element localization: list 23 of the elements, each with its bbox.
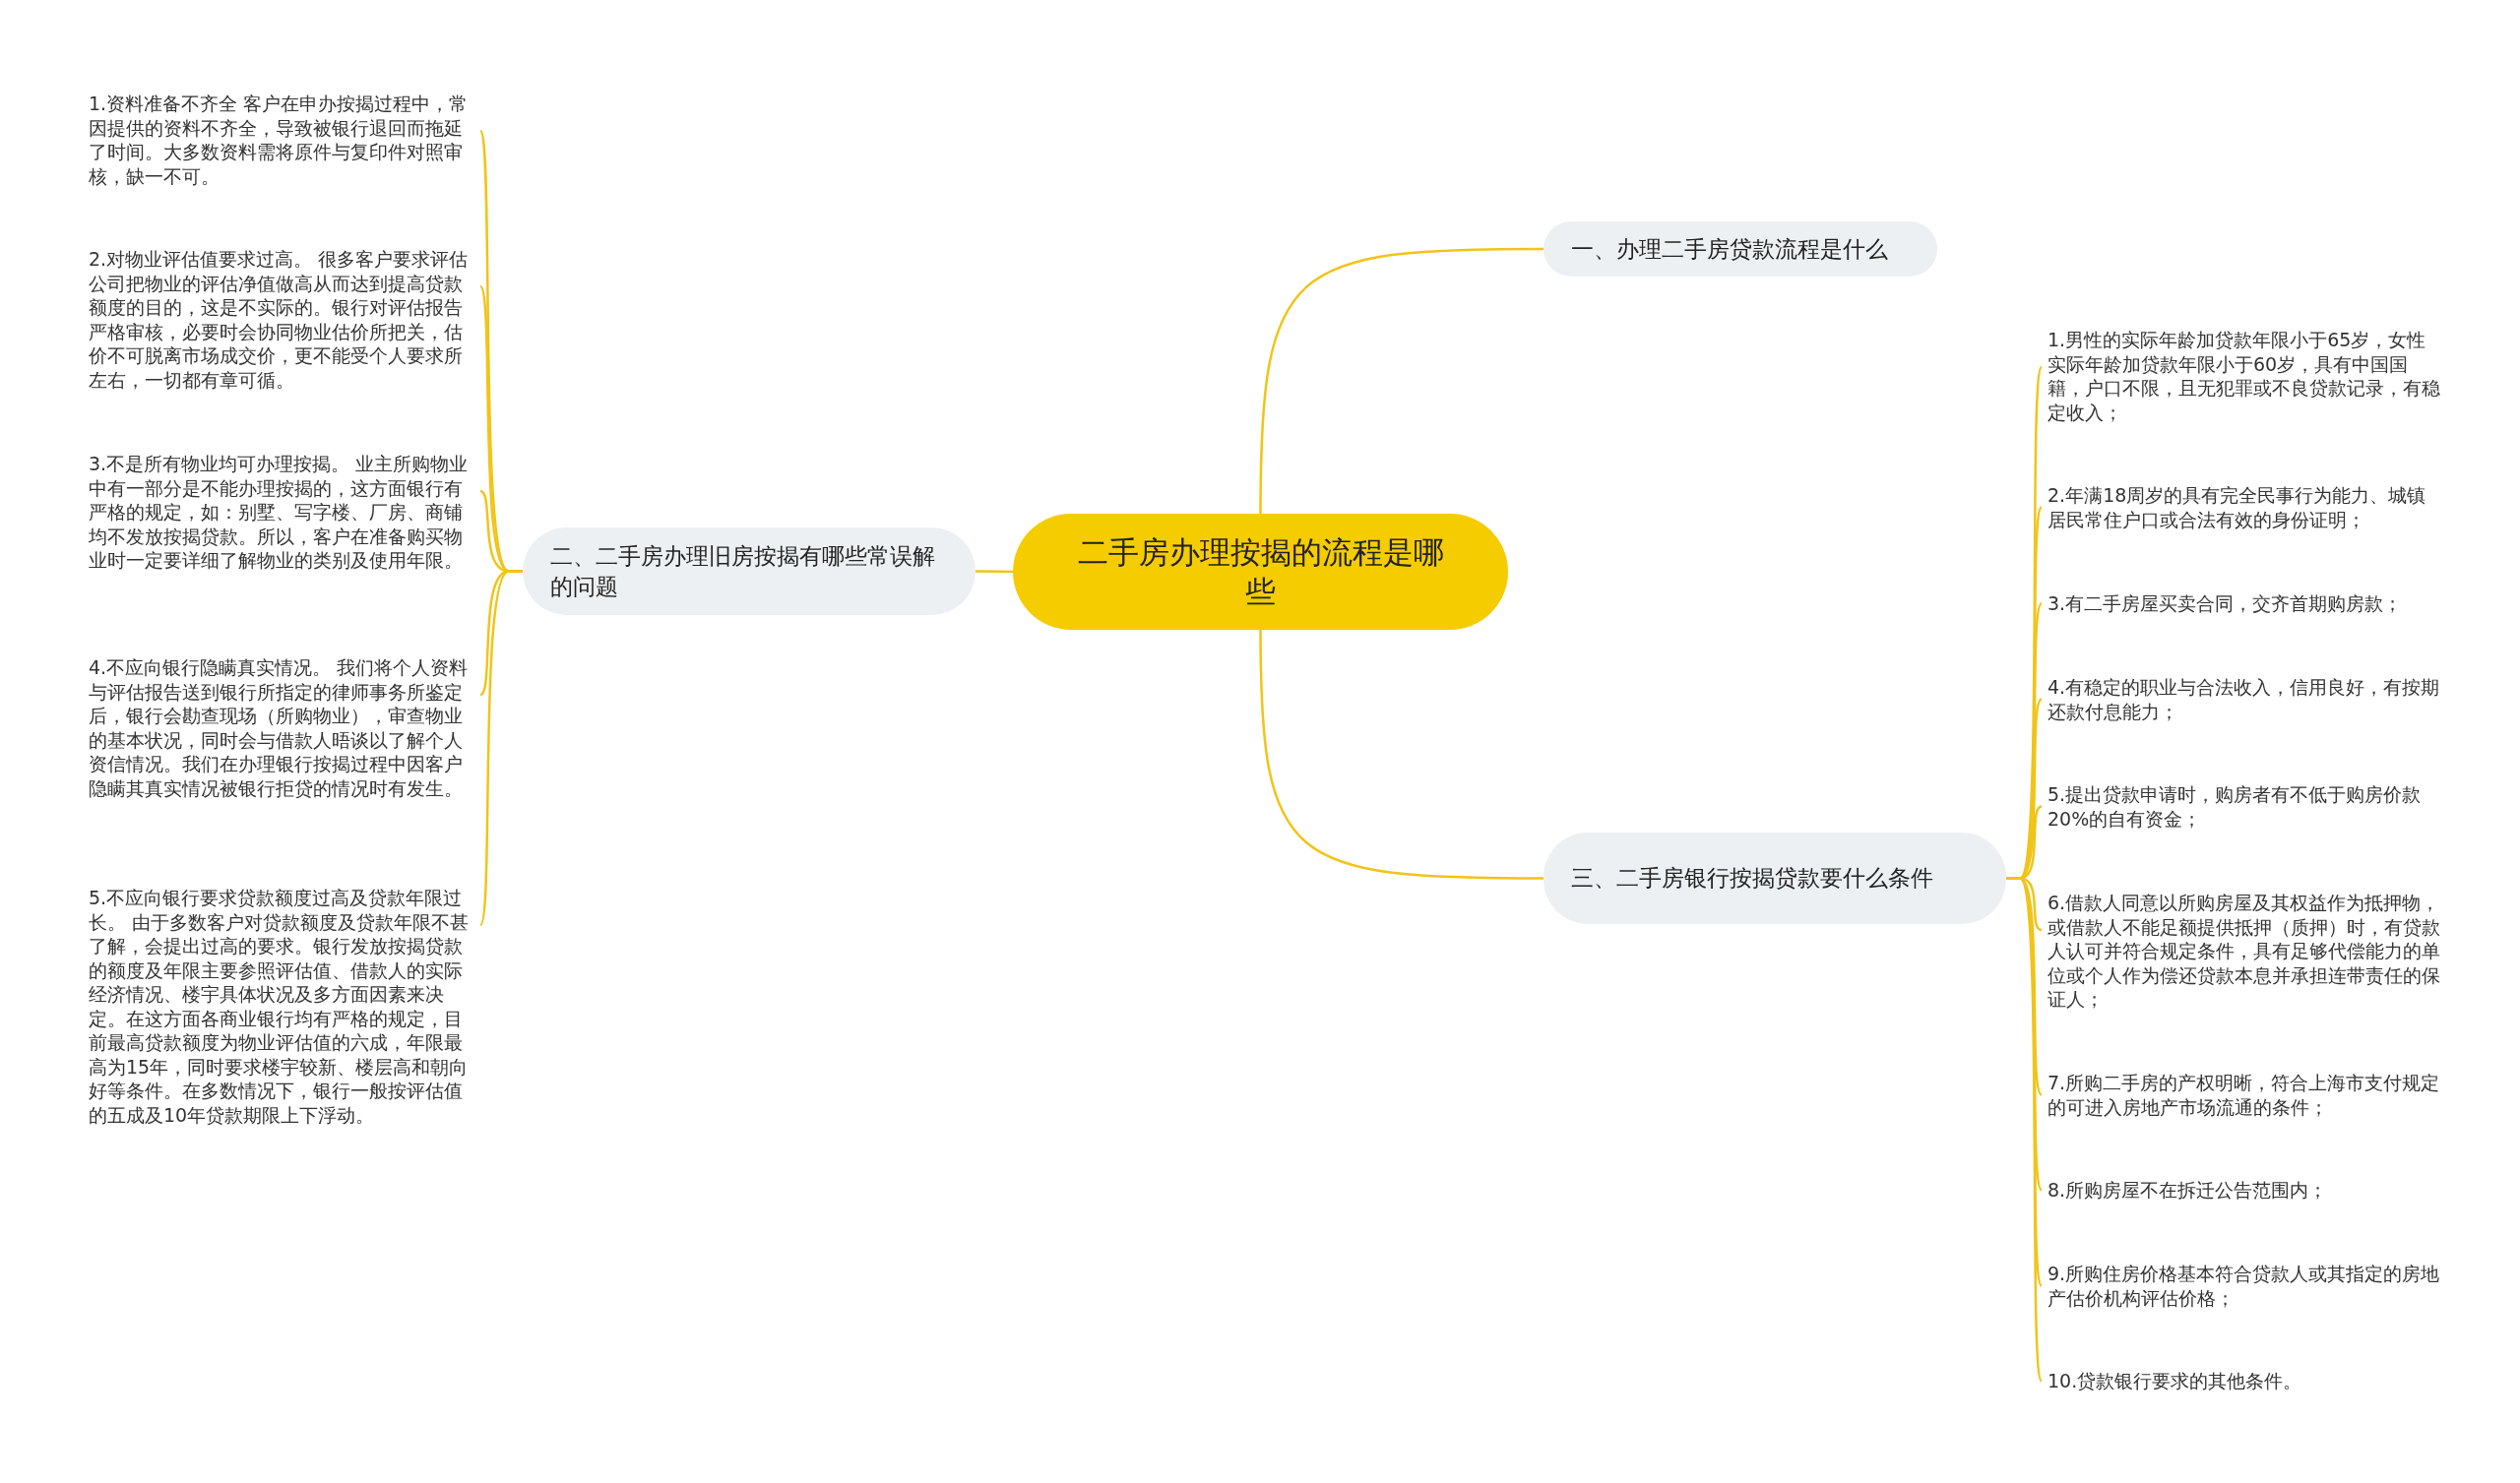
leaf-text: 7.所购二手房的产权明晰，符合上海市支付规定的可进入房地产市场流通的条件； xyxy=(2048,1071,2441,1119)
central-topic-box: 二手房办理按揭的流程是哪些 xyxy=(1013,514,1508,630)
leaf-text: 3.有二手房屋买卖合同，交齐首期购房款； xyxy=(2048,591,2441,616)
leaf-text: 6.借款人同意以所购房屋及其权益作为抵押物，或借款人不能足额提供抵押（质押）时，有贷款人认可并符合规定条件，具有足够代偿能力的单位或个人作为偿还贷款本息并承担连带责任的保证人； xyxy=(2048,891,2441,1012)
topic-box: 一、办理二手房贷款流程是什么 xyxy=(1544,221,1937,277)
leaf-text: 8.所购房屋不在拆迁公告范围内； xyxy=(2048,1178,2441,1203)
connector-line xyxy=(976,570,1013,574)
connector-line xyxy=(1259,630,1544,880)
leaf-text: 1.资料准备不齐全 客户在申办按揭过程中，常因提供的资料不齐全，导致被银行退回而拖延了时间。大多数资料需将原件与复印件对照审核，缺一不可。 xyxy=(89,92,474,188)
leaf-text: 2.年满18周岁的具有完全民事行为能力、城镇居民常住户口或合法有效的身份证明； xyxy=(2048,483,2441,531)
leaf-text: 5.提出贷款申请时，购房者有不低于购房价款20%的自有资金； xyxy=(2048,782,2441,831)
leaf-text: 4.不应向银行隐瞒真实情况。 我们将个人资料与评估报告送到银行所指定的律师事务所鉴定后，银行会勘查现场（所购物业），审查物业的基本状况，同时会与借款人晤谈以了解个人资信情况。我们在办理银行按揭过程中因客户隐瞒其真实情况被银行拒贷的情况时有发生。 xyxy=(89,655,474,800)
leaf-text: 5.不应向银行要求贷款额度过高及贷款年限过长。 由于多数客户对贷款额度及贷款年限不甚了解，会提出过高的要求。银行发放按揭贷款的额度及年限主要参照评估值、借款人的实际经济情况、楼宇具体状况及多方面因素来决定。在这方面各商业银行均有严格的规定，目前最高贷款额度为物业评估值的六成，年限最高为15年，同时要求楼宇较新、楼层高和朝向好等条件。在多数情况下，银行一般按评估值的五成及10年贷款期限上下浮动。 xyxy=(89,886,474,1127)
leaf-text: 3.不是所有物业均可办理按揭。 业主所购物业中有一部分是不能办理按揭的，这方面银行有严格的规定，如：别墅、写字楼、厂房、商铺均不发放按揭贷款。所以，客户在准备购买物业时一定要详细了解物业的类别及使用年限。 xyxy=(89,452,474,573)
topic-box: 二、二手房办理旧房按揭有哪些常误解的问题 xyxy=(523,527,976,615)
connector-line xyxy=(478,570,523,926)
connector-line xyxy=(1259,247,1544,514)
leaf-text: 1.男性的实际年龄加贷款年限小于65岁，女性实际年龄加贷款年限小于60岁，具有中国国籍，户口不限，且无犯罪或不良贷款记录，有稳定收入； xyxy=(2048,328,2441,424)
leaf-text: 9.所购住房价格基本符合贷款人或其指定的房地产估价机构评估价格； xyxy=(2048,1262,2441,1310)
leaf-text: 4.有稳定的职业与合法收入，信用良好，有按期还款付息能力； xyxy=(2048,675,2441,723)
leaf-text: 10.贷款银行要求的其他条件。 xyxy=(2048,1369,2441,1393)
leaf-text: 2.对物业评估值要求过高。 很多客户要求评估公司把物业的评估净值做高从而达到提高贷款额度的目的，这是不实际的。银行对评估报告严格审核，必要时会协同物业估价所把关，估价不可脱离市场成交价，更不能受个人要求所左右，一切都有章可循。 xyxy=(89,247,474,392)
topic-box: 三、二手房银行按揭贷款要什么条件 xyxy=(1544,833,2006,924)
